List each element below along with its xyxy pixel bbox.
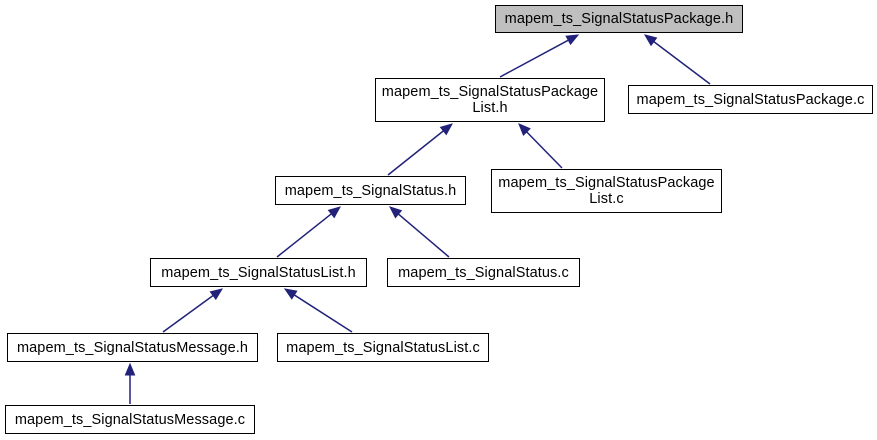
graph-node-statuslist_h[interactable]: mapem_ts_SignalStatusList.h (150, 258, 367, 287)
graph-node-msg_c[interactable]: mapem_ts_SignalStatusMessage.c (5, 405, 255, 434)
edge-line-pkg_c-to-pkg_h (653, 41, 711, 85)
arrowhead-icon (643, 34, 658, 47)
edge-line-statuslist_h-to-status_h (276, 213, 332, 258)
graph-node-pkglist_c[interactable]: mapem_ts_SignalStatusPackage List.c (491, 169, 722, 213)
graph-node-label: mapem_ts_SignalStatusPackage.c (636, 91, 865, 108)
arrowhead-icon (327, 206, 342, 219)
arrowhead-icon (389, 206, 403, 219)
graph-node-statuslist_c[interactable]: mapem_ts_SignalStatusList.c (277, 333, 489, 362)
graph-node-pkg_h: mapem_ts_SignalStatusPackage.h (495, 5, 743, 33)
arrowhead-icon (565, 34, 580, 46)
graph-node-label: mapem_ts_SignalStatusList.h (161, 264, 356, 281)
edge-line-status_c-to-status_h (397, 213, 450, 258)
arrowhead-icon (124, 362, 136, 376)
graph-node-label: mapem_ts_SignalStatusList.c (286, 339, 480, 356)
edge-line-status_h-to-pkglist_h (387, 130, 444, 176)
arrowhead-icon (283, 288, 298, 300)
edge-line-msg_h-to-statuslist_h (162, 294, 214, 333)
graph-node-msg_h[interactable]: mapem_ts_SignalStatusMessage.h (7, 333, 258, 362)
graph-node-label: mapem_ts_SignalStatusPackage List.h (381, 84, 599, 116)
graph-node-pkglist_h[interactable]: mapem_ts_SignalStatusPackage List.h (375, 78, 605, 122)
graph-node-label: mapem_ts_SignalStatus.c (398, 264, 569, 281)
graph-node-status_c[interactable]: mapem_ts_SignalStatus.c (387, 258, 580, 287)
graph-node-label: mapem_ts_SignalStatusPackage List.c (498, 175, 715, 207)
graph-node-label: mapem_ts_SignalStatusPackage.h (504, 11, 734, 27)
graph-node-label: mapem_ts_SignalStatus.h (284, 182, 457, 199)
arrowhead-icon (518, 123, 531, 136)
edge-line-pkglist_h-to-pkg_h (499, 39, 569, 78)
graph-node-label: mapem_ts_SignalStatusMessage.c (14, 411, 246, 428)
edge-line-statuslist_c-to-statuslist_h (293, 294, 353, 333)
edge-line-pkglist_c-to-pkglist_h (526, 131, 563, 169)
graph-node-status_h[interactable]: mapem_ts_SignalStatus.h (275, 176, 466, 205)
arrowhead-icon (439, 123, 454, 136)
arrowhead-icon (209, 288, 224, 301)
graph-node-pkg_c[interactable]: mapem_ts_SignalStatusPackage.c (628, 85, 873, 114)
graph-node-label: mapem_ts_SignalStatusMessage.h (16, 339, 249, 356)
